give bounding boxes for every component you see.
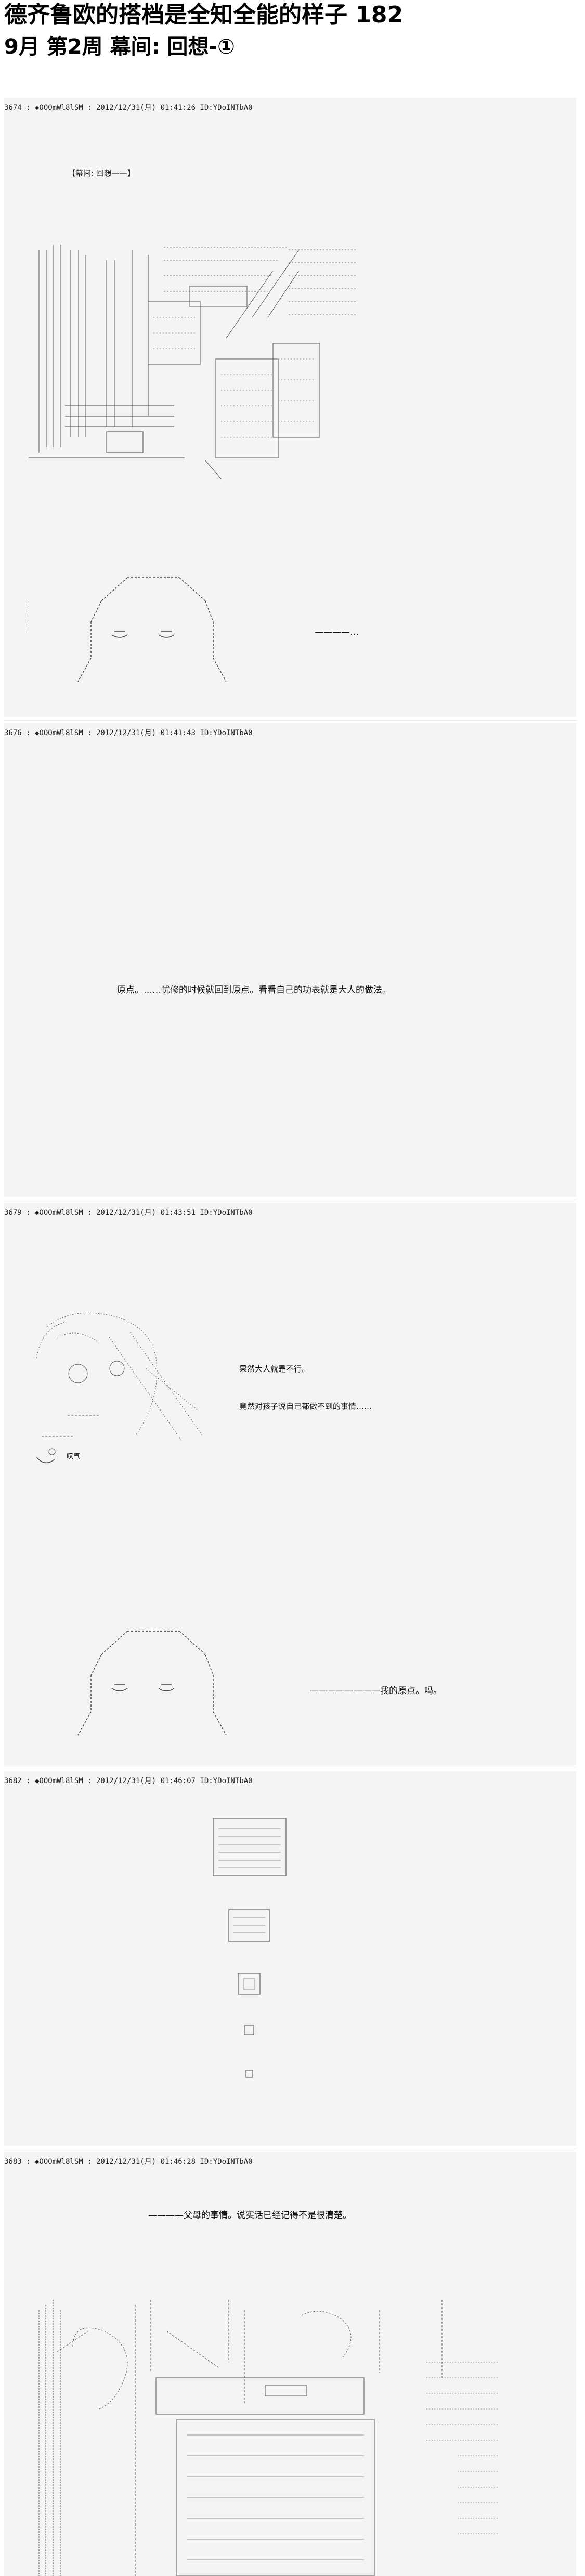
post-header: 3676 : ◆OOOmWl8lSM : 2012/12/31(月) 01:41… [4,729,253,737]
shrinking-squares-art [208,1818,291,2110]
post-caption: ————————我的原点。吗。 [309,1686,442,1696]
chapter-subtitle: 9月 第2周 幕间: 回想-① [4,35,235,59]
girl-ascii-art [26,1306,244,1472]
post-panel-3674 [4,98,576,717]
dialogue-line-1: 果然大人就是不行。 [239,1364,310,1374]
scene-label: 【幕间: 回想——】 [68,169,135,178]
page-title: 德齐鲁欧的搭档是全知全能的样子 182 [4,2,404,28]
post-panel-3679 [4,1203,576,1765]
face-ascii-art [29,570,247,700]
post-panel-3683 [4,2152,576,2576]
post-caption: ————… [315,627,359,637]
dialogue-line-2: 竟然对孩子说自己都做不到的事情…… [239,1402,372,1411]
post-header: 3674 : ◆OOOmWl8lSM : 2012/12/31(月) 01:41… [4,104,253,112]
post-caption: ————父母的事情。说实话已经记得不是很清楚。 [148,2210,352,2221]
sigh-text: 叹气 [67,1453,81,1460]
post-header: 3682 : ◆OOOmWl8lSM : 2012/12/31(月) 01:46… [4,1777,253,1785]
post-panel-3682 [4,1771,576,2146]
post-header: 3679 : ◆OOOmWl8lSM : 2012/12/31(月) 01:43… [4,1209,253,1217]
face-ascii-art [29,1623,247,1753]
post-panel-3676 [4,723,576,1197]
post-caption: 原点。……忧修的时候就回到原点。看看自己的功表就是大人的做法。 [117,985,391,995]
cityscape-ascii-art [29,239,361,484]
post-header: 3683 : ◆OOOmWl8lSM : 2012/12/31(月) 01:46… [4,2158,253,2166]
room-ascii-art [31,2300,525,2576]
